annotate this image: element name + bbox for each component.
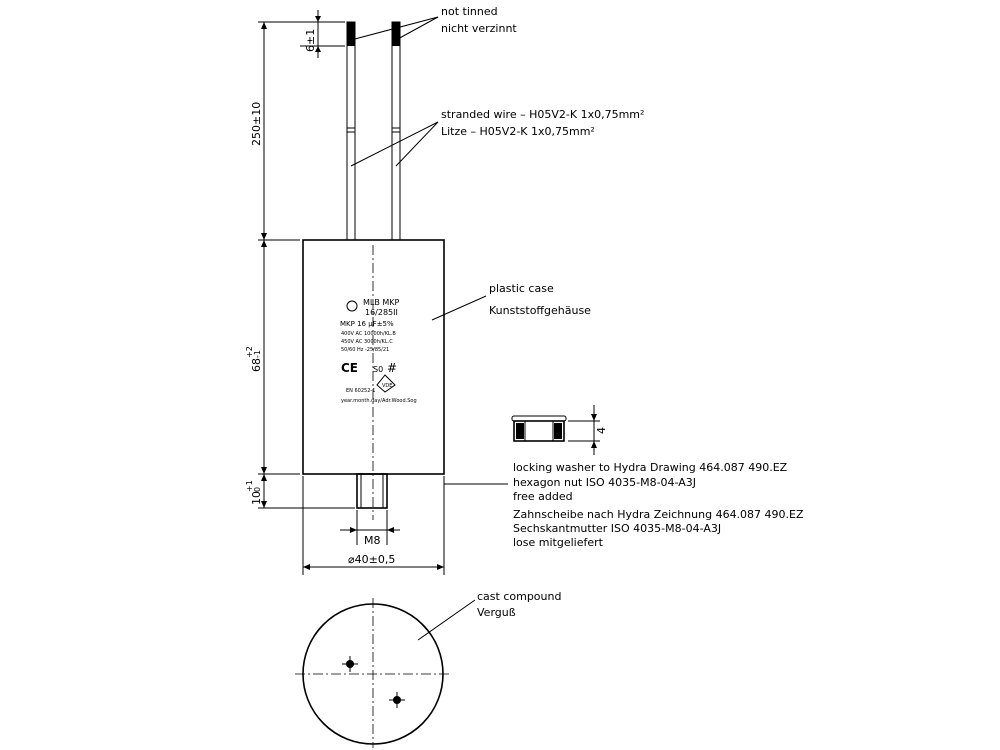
- label-compound-de: Verguß: [477, 606, 516, 619]
- plastic-case: [302, 239, 445, 475]
- label-wire-end-en: not tinned: [441, 5, 498, 18]
- label-hardware-de-2: Sechskantmutter ISO 4035-M8-04-A3J: [513, 522, 721, 535]
- vertical-dimensions: [258, 10, 355, 509]
- label-wire-end-de: nicht verzinnt: [441, 22, 517, 35]
- label-hardware-en-2: hexagon nut ISO 4035-M8-04-A3J: [513, 476, 696, 489]
- top-view: [295, 598, 450, 748]
- dim-stud-length: 10: [250, 491, 263, 505]
- dim-body-tol-dn: -1: [253, 350, 262, 358]
- label-compound-en: cast compound: [477, 590, 561, 603]
- label-hardware-de-3: lose mitgeliefert: [513, 536, 604, 549]
- dim-thread: M8: [364, 534, 381, 547]
- label-hardware-en-1: locking washer to Hydra Drawing 464.087 …: [513, 461, 788, 474]
- svg-text:year.month.day/Adr.Wood.Sog: year.month.day/Adr.Wood.Sog: [341, 398, 417, 404]
- leader-lines: [350, 16, 508, 641]
- svg-text:450V AC 3000h/KL.C: 450V AC 3000h/KL.C: [341, 339, 393, 345]
- svg-text:50/60 Hz -25/85/21: 50/60 Hz -25/85/21: [341, 347, 389, 353]
- horizontal-dimensions: [302, 476, 445, 575]
- svg-text:VDE: VDE: [382, 383, 392, 389]
- svg-text:MKP 16 µF±5%: MKP 16 µF±5%: [340, 320, 394, 328]
- dim-stud-tol-dn: 0: [253, 487, 262, 492]
- dim-stud-tol-up: +1: [245, 480, 254, 492]
- svg-text:#: #: [387, 361, 397, 375]
- svg-text:MLB MKP: MLB MKP: [363, 298, 400, 307]
- dim-nut-height: 4: [595, 427, 608, 434]
- lead-wires: [346, 21, 401, 241]
- dim-strip: 6±1: [304, 29, 317, 52]
- label-hardware-en-3: free added: [513, 490, 573, 503]
- dim-body-tol-up: +2: [245, 346, 254, 358]
- svg-text:CE: CE: [341, 361, 358, 375]
- dim-diameter: ⌀40±0,5: [348, 553, 395, 566]
- nut-and-washer-detail: [511, 405, 600, 455]
- threaded-stud: [356, 473, 388, 509]
- label-hardware-de-1: Zahnscheibe nach Hydra Zeichnung 464.087…: [513, 508, 804, 521]
- label-case-en: plastic case: [489, 282, 554, 295]
- dim-body-height: 68: [250, 358, 263, 372]
- dim-lead-length: 250±10: [250, 102, 263, 146]
- svg-text:16/285II: 16/285II: [365, 308, 398, 317]
- svg-text:EN 60252-1: EN 60252-1: [346, 388, 375, 394]
- svg-text:S0: S0: [373, 365, 383, 374]
- case-print: MLB MKP 16/285II MKP 16 µF±5% 400V AC 10…: [340, 298, 417, 404]
- label-wire-en: stranded wire – H05V2-K 1x0,75mm²: [441, 108, 644, 121]
- label-wire-de: Litze – H05V2-K 1x0,75mm²: [441, 125, 595, 138]
- label-case-de: Kunststoffgehäuse: [489, 304, 591, 317]
- svg-text:400V AC 10000h/KL.B: 400V AC 10000h/KL.B: [341, 331, 396, 337]
